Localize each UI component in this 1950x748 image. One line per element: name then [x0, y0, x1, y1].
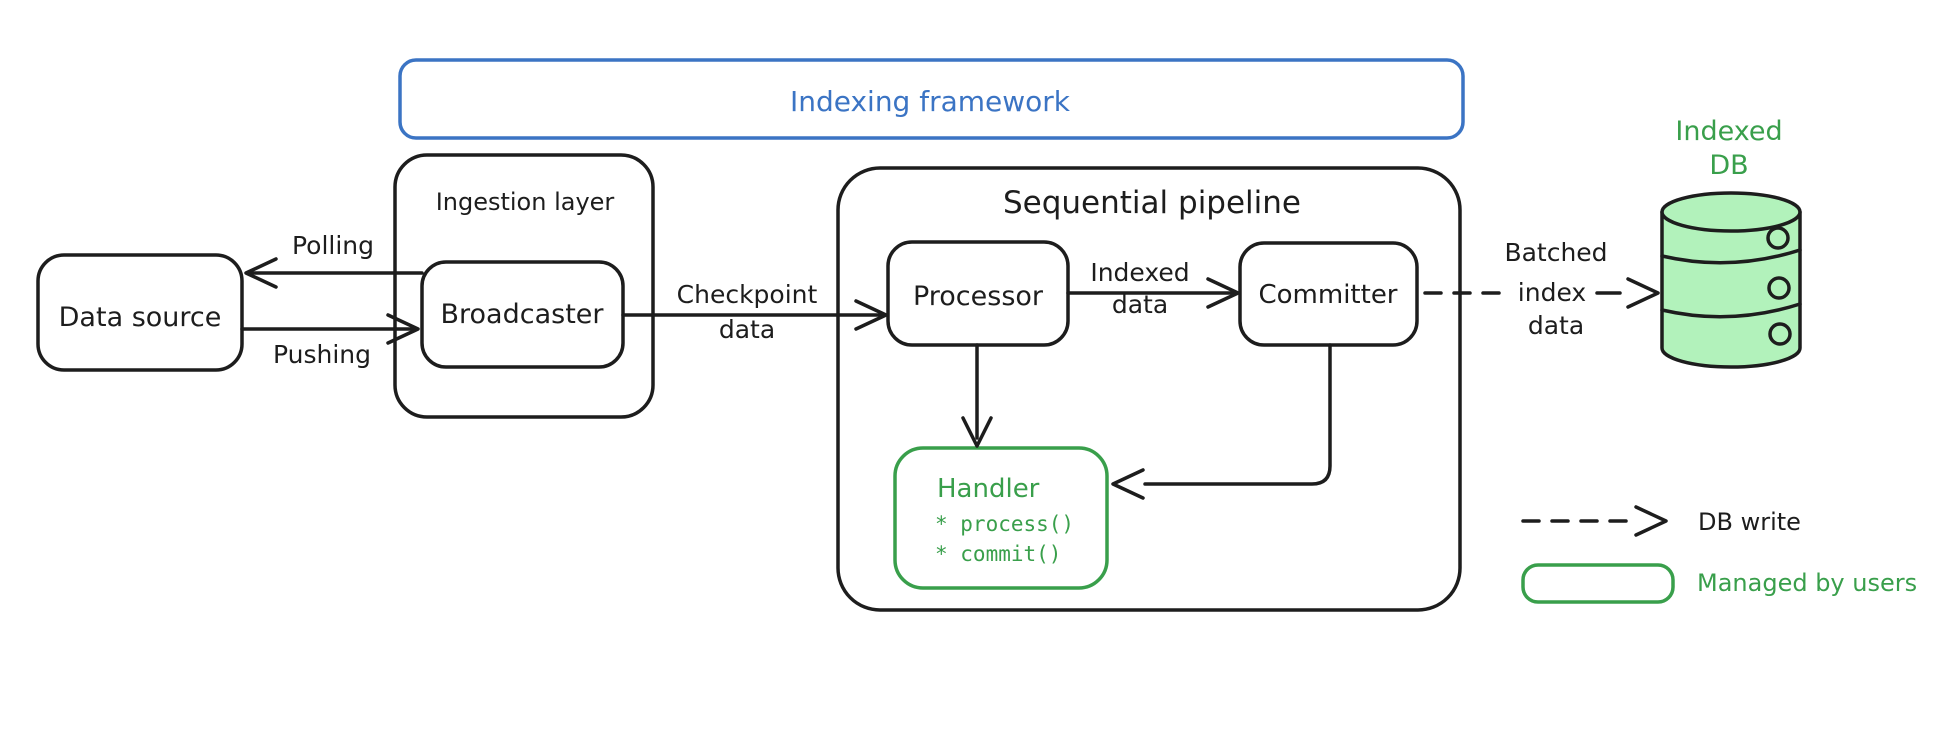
db-disk-circle-2: [1767, 276, 1791, 300]
ingestion-layer-label: Ingestion layer: [436, 188, 615, 216]
processor-label: Processor: [913, 281, 1044, 312]
committer-to-handler-arrow: [1143, 343, 1332, 486]
sequential-pipeline-label: Sequential pipeline: [1003, 185, 1301, 221]
data-source-label: Data source: [59, 302, 222, 333]
ingestion-layer-box: [393, 153, 655, 419]
handler-box: [893, 446, 1109, 590]
db-cylinder-separator-1: [1660, 248, 1802, 265]
checkpoint-data-arrowhead: [854, 299, 888, 331]
batched-index-data-arrowhead: [1626, 277, 1660, 309]
handler-title: Handler: [937, 474, 1040, 504]
checkpoint-label-line2: data: [719, 315, 775, 344]
indexed-data-label-line2: data: [1112, 290, 1168, 319]
indexed-data-arrowhead: [1206, 277, 1240, 309]
indexed-db-label-line2: DB: [1709, 150, 1748, 181]
db-disk-circle-1: [1766, 226, 1790, 250]
polling-arrowhead: [244, 257, 278, 289]
committer-label: Committer: [1258, 280, 1397, 310]
polling-label: Polling: [292, 231, 374, 260]
sequential-pipeline-box: [836, 166, 1462, 612]
pushing-label: Pushing: [273, 340, 371, 369]
handler-method-process: * process(): [935, 512, 1074, 536]
handler-method-commit: * commit(): [935, 542, 1061, 566]
broadcaster-label: Broadcaster: [441, 299, 605, 330]
indexed-data-label-line1: Indexed: [1090, 258, 1189, 287]
db-cylinder-separator-2: [1660, 302, 1802, 319]
db-cylinder-top: [1660, 191, 1802, 233]
indexing-framework-frame: [398, 58, 1465, 140]
batched-label-line1: Batched: [1504, 238, 1607, 267]
checkpoint-label-line1: Checkpoint: [677, 280, 818, 309]
committer-to-handler-arrowhead: [1111, 468, 1145, 500]
processor-to-handler-arrowhead: [961, 416, 993, 448]
indexed-db-label-line1: Indexed: [1675, 116, 1782, 147]
indexing-framework-title: Indexing framework: [790, 85, 1071, 118]
legend-db-write-arrowhead: [1634, 505, 1668, 537]
legend-db-write-label: DB write: [1698, 508, 1801, 536]
legend-managed-box: [1521, 563, 1675, 604]
db-disk-circle-3: [1768, 322, 1792, 346]
data-source-box: [36, 253, 244, 372]
pushing-arrowhead: [386, 313, 420, 345]
db-cylinder-body: [1660, 210, 1802, 369]
batched-label-line2: index: [1518, 278, 1586, 307]
batched-label-line3: data: [1528, 311, 1584, 340]
indexed-db-cylinder: [1660, 191, 1802, 369]
legend-managed-label: Managed by users: [1697, 569, 1917, 597]
